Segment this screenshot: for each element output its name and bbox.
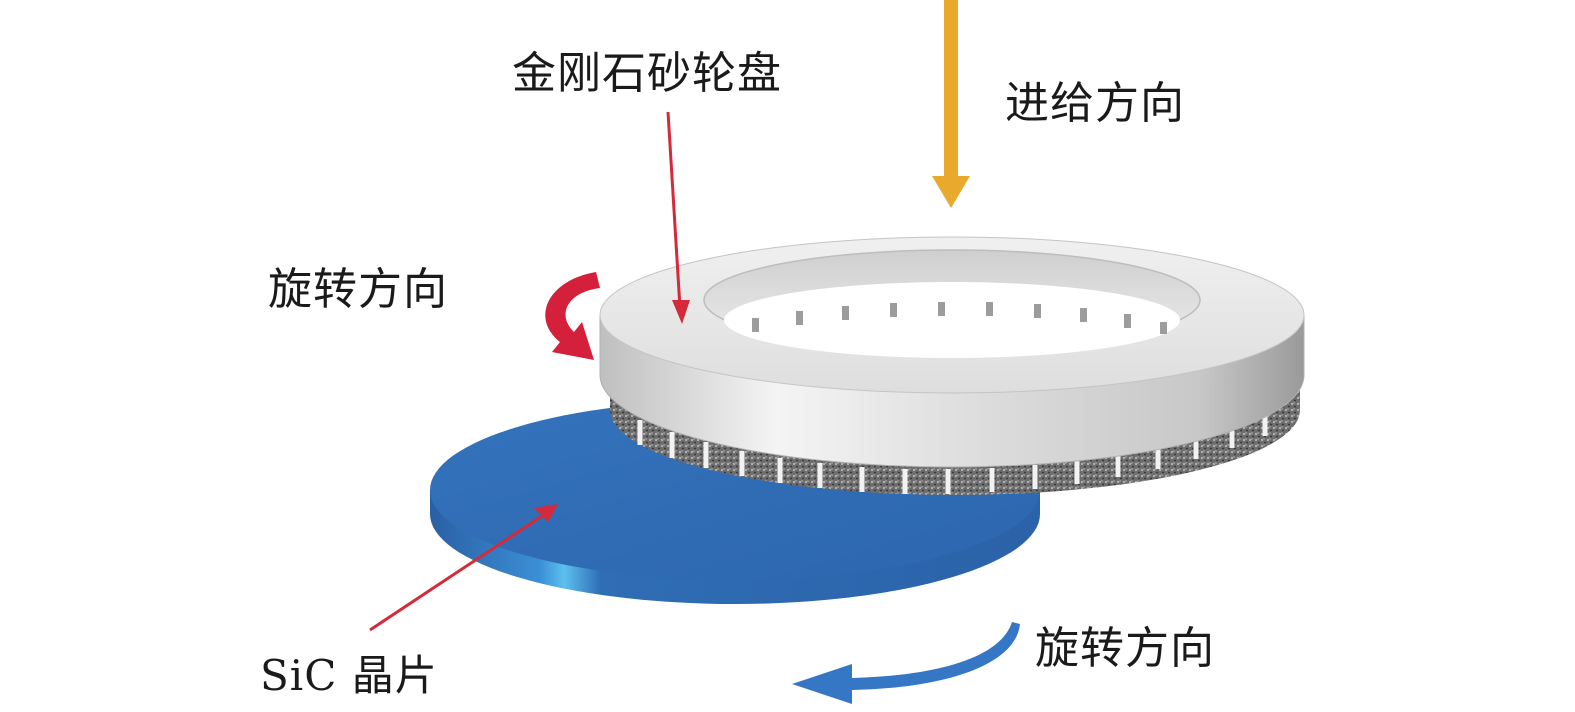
wheel-tooth-gaps [637, 412, 1268, 494]
wafer-rotation-arrow [792, 622, 1020, 704]
feed-direction-label: 进给方向 [1005, 78, 1185, 129]
wafer-pointer-arrow [369, 504, 558, 632]
wheel-inner-teeth [752, 302, 1167, 334]
grinding-wheel-label: 金刚石砂轮盘 [512, 48, 782, 99]
feed-direction-arrow [932, 0, 970, 208]
wheel-rotation-arrow [545, 272, 600, 360]
wheel-pointer-arrow [666, 111, 690, 324]
diamond-grinding-wheel [599, 236, 1305, 495]
wafer-label: SiC 晶片 [260, 651, 438, 700]
wheel-hole-opening [724, 282, 1180, 358]
wafer-rotation-label: 旋转方向 [1035, 623, 1215, 674]
wheel-rotation-label: 旋转方向 [268, 264, 448, 315]
